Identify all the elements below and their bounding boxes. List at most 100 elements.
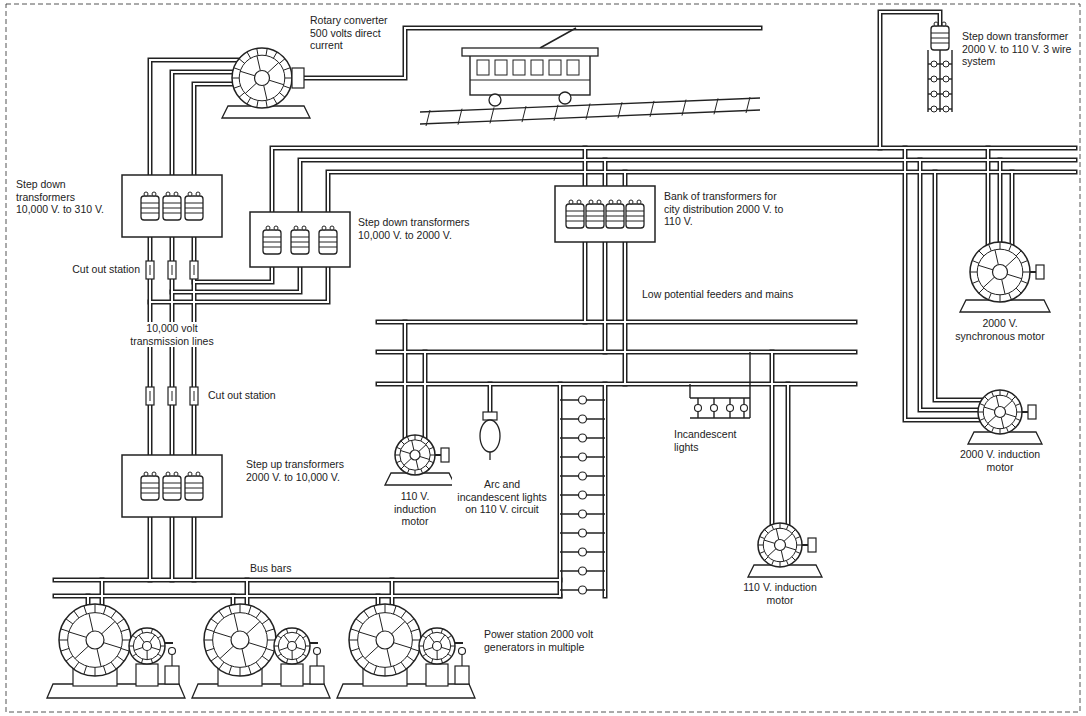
- car-window: [549, 60, 561, 75]
- field-pole: [426, 466, 429, 469]
- spoke: [1005, 414, 1016, 417]
- rotary-converter: [222, 48, 310, 118]
- bushing: [569, 200, 573, 204]
- wire-core: [787, 384, 789, 530]
- transformer-bank-box: [250, 212, 350, 267]
- field-pole: [219, 611, 224, 618]
- valve-wheel: [314, 648, 321, 655]
- field-pole: [247, 98, 251, 104]
- hub: [433, 642, 442, 651]
- field-pole: [277, 635, 280, 638]
- car-window: [495, 60, 507, 75]
- spoke: [150, 635, 155, 643]
- field-pole: [401, 466, 404, 469]
- car-window: [477, 60, 489, 75]
- bushing: [322, 226, 326, 230]
- transformer-coil: [606, 211, 624, 212]
- transformer-symbol: [141, 472, 159, 500]
- wire-core: [604, 160, 606, 186]
- transformer-symbol: [606, 200, 624, 228]
- generator: [192, 604, 330, 698]
- hub: [376, 631, 394, 649]
- field-pole: [283, 68, 290, 70]
- bushing: [609, 200, 613, 204]
- callout-label: Rotary converter 500 volts direct curren…: [308, 14, 390, 52]
- bushing: [274, 226, 278, 230]
- transformer-coil: [141, 213, 159, 214]
- spoke: [995, 250, 998, 265]
- spoke: [394, 643, 412, 648]
- wire-outline: [583, 242, 588, 322]
- field-pole: [764, 557, 768, 561]
- car-roof: [462, 48, 598, 56]
- wire-outline: [488, 384, 493, 414]
- field-pole: [1012, 396, 1016, 400]
- transformer-symbol: [163, 472, 181, 500]
- armature-ring: [213, 613, 268, 668]
- hub: [231, 631, 249, 649]
- field-pole: [374, 606, 377, 614]
- motor: [968, 390, 1042, 444]
- hub: [995, 407, 1006, 418]
- spoke: [764, 540, 775, 543]
- transformer-coil: [163, 483, 181, 484]
- field-pole: [239, 59, 245, 64]
- transformer-coil: [263, 247, 281, 248]
- transformer-coil: [319, 242, 337, 243]
- field-pole: [141, 659, 142, 663]
- thin-wire: [939, 50, 940, 112]
- wire-core: [604, 242, 606, 352]
- wire-core: [999, 160, 1001, 250]
- field-pole: [211, 656, 218, 661]
- field-pole: [397, 447, 401, 449]
- wire-core: [404, 322, 406, 440]
- field-pole: [273, 52, 277, 58]
- car-wheel: [489, 94, 501, 106]
- spoke: [1002, 279, 1005, 294]
- wire-outline: [194, 84, 245, 175]
- spoke: [242, 649, 246, 667]
- lamp: [579, 434, 587, 442]
- field-pole: [256, 611, 261, 618]
- transformer-coil: [141, 488, 159, 489]
- field-pole: [441, 659, 442, 663]
- field-pole: [422, 654, 425, 657]
- spoke: [776, 529, 778, 540]
- transformer-case: [626, 204, 644, 228]
- spoke: [220, 646, 233, 658]
- transformer-coil: [931, 38, 949, 39]
- field-pole: [59, 640, 68, 641]
- field-pole: [797, 545, 802, 546]
- rail-tie: [746, 97, 750, 113]
- spoke: [234, 613, 238, 631]
- wire-core: [624, 172, 626, 186]
- field-pole: [758, 545, 763, 546]
- callout-label: Step up transformers 2000 V. to 10,000 V…: [244, 458, 360, 483]
- field-pole: [95, 667, 96, 676]
- valve-stem: [461, 654, 462, 666]
- field-pole: [780, 523, 781, 528]
- transformer-coil: [291, 242, 309, 243]
- field-pole: [234, 86, 241, 88]
- lamp: [579, 491, 587, 499]
- spoke: [429, 635, 435, 642]
- wire-outline: [55, 594, 560, 599]
- field-pole: [407, 656, 414, 661]
- field-pole: [374, 666, 377, 674]
- spoke: [420, 456, 430, 459]
- wire-outline: [378, 350, 855, 355]
- field-pole: [1021, 281, 1028, 284]
- transformer-case: [586, 204, 604, 228]
- cut-out-fuse: [146, 387, 154, 405]
- lamp: [579, 529, 587, 537]
- transformer-coil: [163, 208, 181, 209]
- cut-out-fuse: [190, 261, 198, 279]
- machine-frame: [274, 628, 310, 664]
- valve-wheel: [459, 648, 466, 655]
- transformer-coil: [566, 216, 584, 217]
- callout-label: Low potential feeders and mains: [640, 288, 795, 301]
- field-pole: [262, 656, 269, 661]
- bushing: [942, 22, 946, 26]
- field-pole: [274, 646, 278, 647]
